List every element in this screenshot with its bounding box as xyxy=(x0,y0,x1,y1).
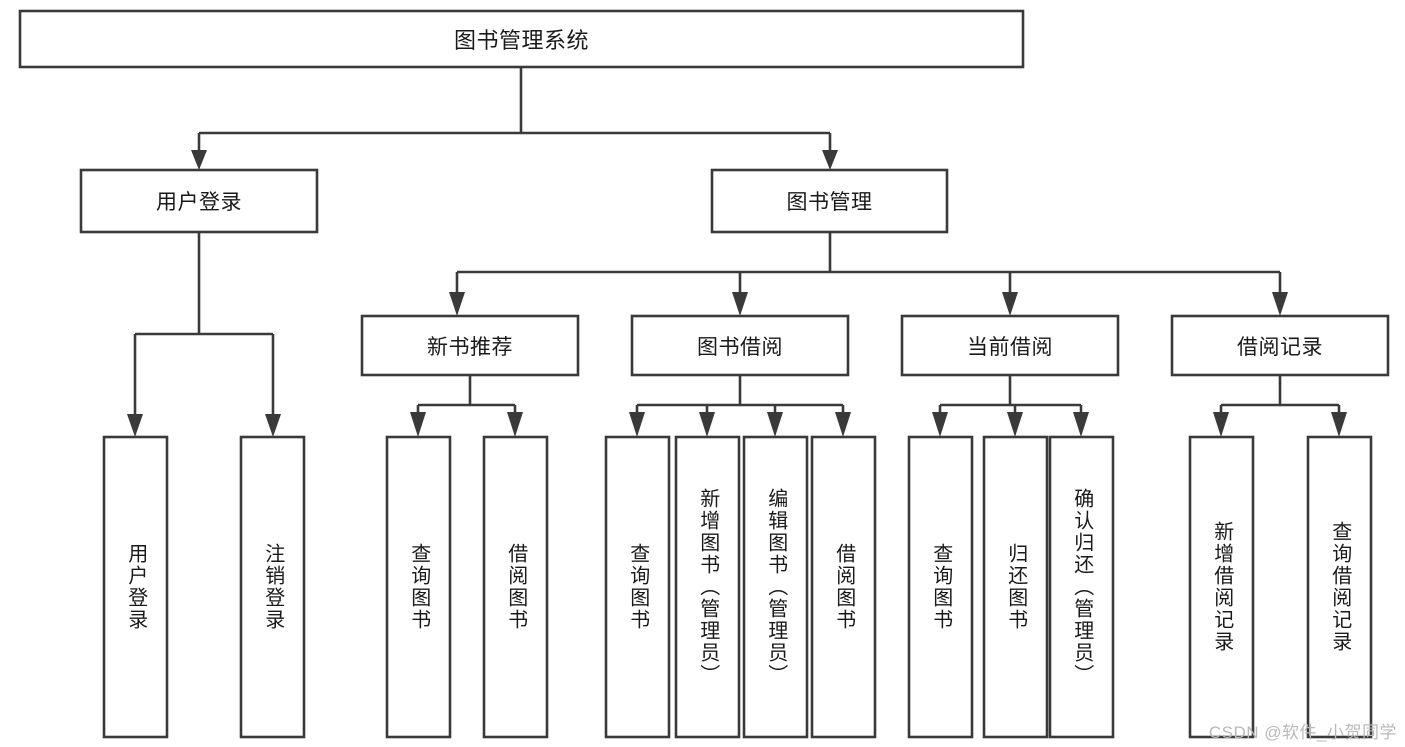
node-label-leaf-user-login: 用户登录 xyxy=(124,543,147,631)
arrow-head-leaf-logout-login xyxy=(265,414,281,437)
arrow-head-leaf-query-book-1 xyxy=(410,412,426,437)
node-box-current-borrow[interactable] xyxy=(900,314,1120,377)
node-box-leaf-query-book-3[interactable] xyxy=(907,435,974,739)
node-box-root[interactable] xyxy=(18,9,1025,69)
node-label-leaf-borrow-book-2: 借阅图书 xyxy=(832,543,855,631)
arrow-head-book-borrow xyxy=(732,292,748,316)
node-box-leaf-borrow-book-2[interactable] xyxy=(810,435,877,739)
arrow-head-leaf-borrow-book-1 xyxy=(507,412,523,437)
node-label-leaf-edit-book: 编辑图书（管理员） xyxy=(764,488,787,686)
arrow-head-leaf-edit-book xyxy=(767,412,783,437)
node-box-leaf-edit-book[interactable] xyxy=(742,435,809,739)
node-label-leaf-borrow-book-1: 借阅图书 xyxy=(504,543,527,631)
node-label-book-manage: 图书管理 xyxy=(786,191,873,214)
arrow-head-leaf-borrow-book-2 xyxy=(835,412,851,437)
arrow-head-new-book-recommend xyxy=(449,292,465,316)
arrow-head-leaf-add-book xyxy=(699,412,715,437)
node-label-leaf-query-book-1: 查询图书 xyxy=(407,543,430,631)
node-label-leaf-add-book: 新增图书（管理员） xyxy=(696,488,719,686)
arrow-head-user-login xyxy=(191,150,207,170)
node-label-borrow-record: 借阅记录 xyxy=(1237,335,1323,359)
arrow-head-current-borrow xyxy=(1002,292,1018,316)
node-label-root: 图书管理系统 xyxy=(453,28,589,53)
node-box-new-book-recommend[interactable] xyxy=(360,314,580,377)
node-box-leaf-query-book-2[interactable] xyxy=(604,435,671,739)
node-box-leaf-confirm-return[interactable] xyxy=(1048,435,1115,739)
node-box-leaf-add-record[interactable] xyxy=(1188,435,1255,739)
node-box-leaf-query-record[interactable] xyxy=(1306,435,1373,739)
node-label-leaf-query-record: 查询借阅记录 xyxy=(1328,521,1351,653)
arrow-head-borrow-record xyxy=(1272,292,1288,316)
node-box-leaf-user-login[interactable] xyxy=(102,435,169,739)
node-label-user-login: 用户登录 xyxy=(156,191,242,214)
node-box-user-login[interactable] xyxy=(79,168,319,234)
arrow-head-leaf-return-book xyxy=(1007,412,1023,437)
node-label-leaf-add-record: 新增借阅记录 xyxy=(1210,521,1233,653)
node-box-leaf-logout-login[interactable] xyxy=(239,435,306,739)
arrow-head-leaf-query-book-2 xyxy=(629,412,645,437)
arrow-head-leaf-query-book-3 xyxy=(932,412,948,437)
arrow-head-leaf-user-login xyxy=(127,414,143,437)
node-label-leaf-confirm-return: 确认归还（管理员） xyxy=(1070,488,1093,686)
node-label-leaf-return-book: 归还图书 xyxy=(1004,543,1027,631)
arrow-head-leaf-add-record xyxy=(1213,412,1229,437)
arrow-head-leaf-query-record xyxy=(1331,412,1347,437)
node-box-leaf-borrow-book-1[interactable] xyxy=(482,435,549,739)
node-label-leaf-query-book-2: 查询图书 xyxy=(626,543,649,631)
node-label-leaf-logout-login: 注销登录 xyxy=(261,543,284,631)
arrow-head-book-manage xyxy=(822,150,838,170)
node-box-leaf-return-book[interactable] xyxy=(982,435,1049,739)
node-label-new-book-recommend: 新书推荐 xyxy=(427,335,513,359)
node-box-leaf-add-book[interactable] xyxy=(674,435,741,739)
node-box-leaf-query-book-1[interactable] xyxy=(385,435,452,739)
node-label-leaf-query-book-3: 查询图书 xyxy=(929,543,952,631)
node-label-book-borrow: 图书借阅 xyxy=(697,335,783,359)
node-label-current-borrow: 当前借阅 xyxy=(967,335,1053,359)
arrow-head-leaf-confirm-return xyxy=(1073,412,1089,437)
csdn-watermark: CSDN @软件_小贺同学 xyxy=(1208,723,1397,742)
